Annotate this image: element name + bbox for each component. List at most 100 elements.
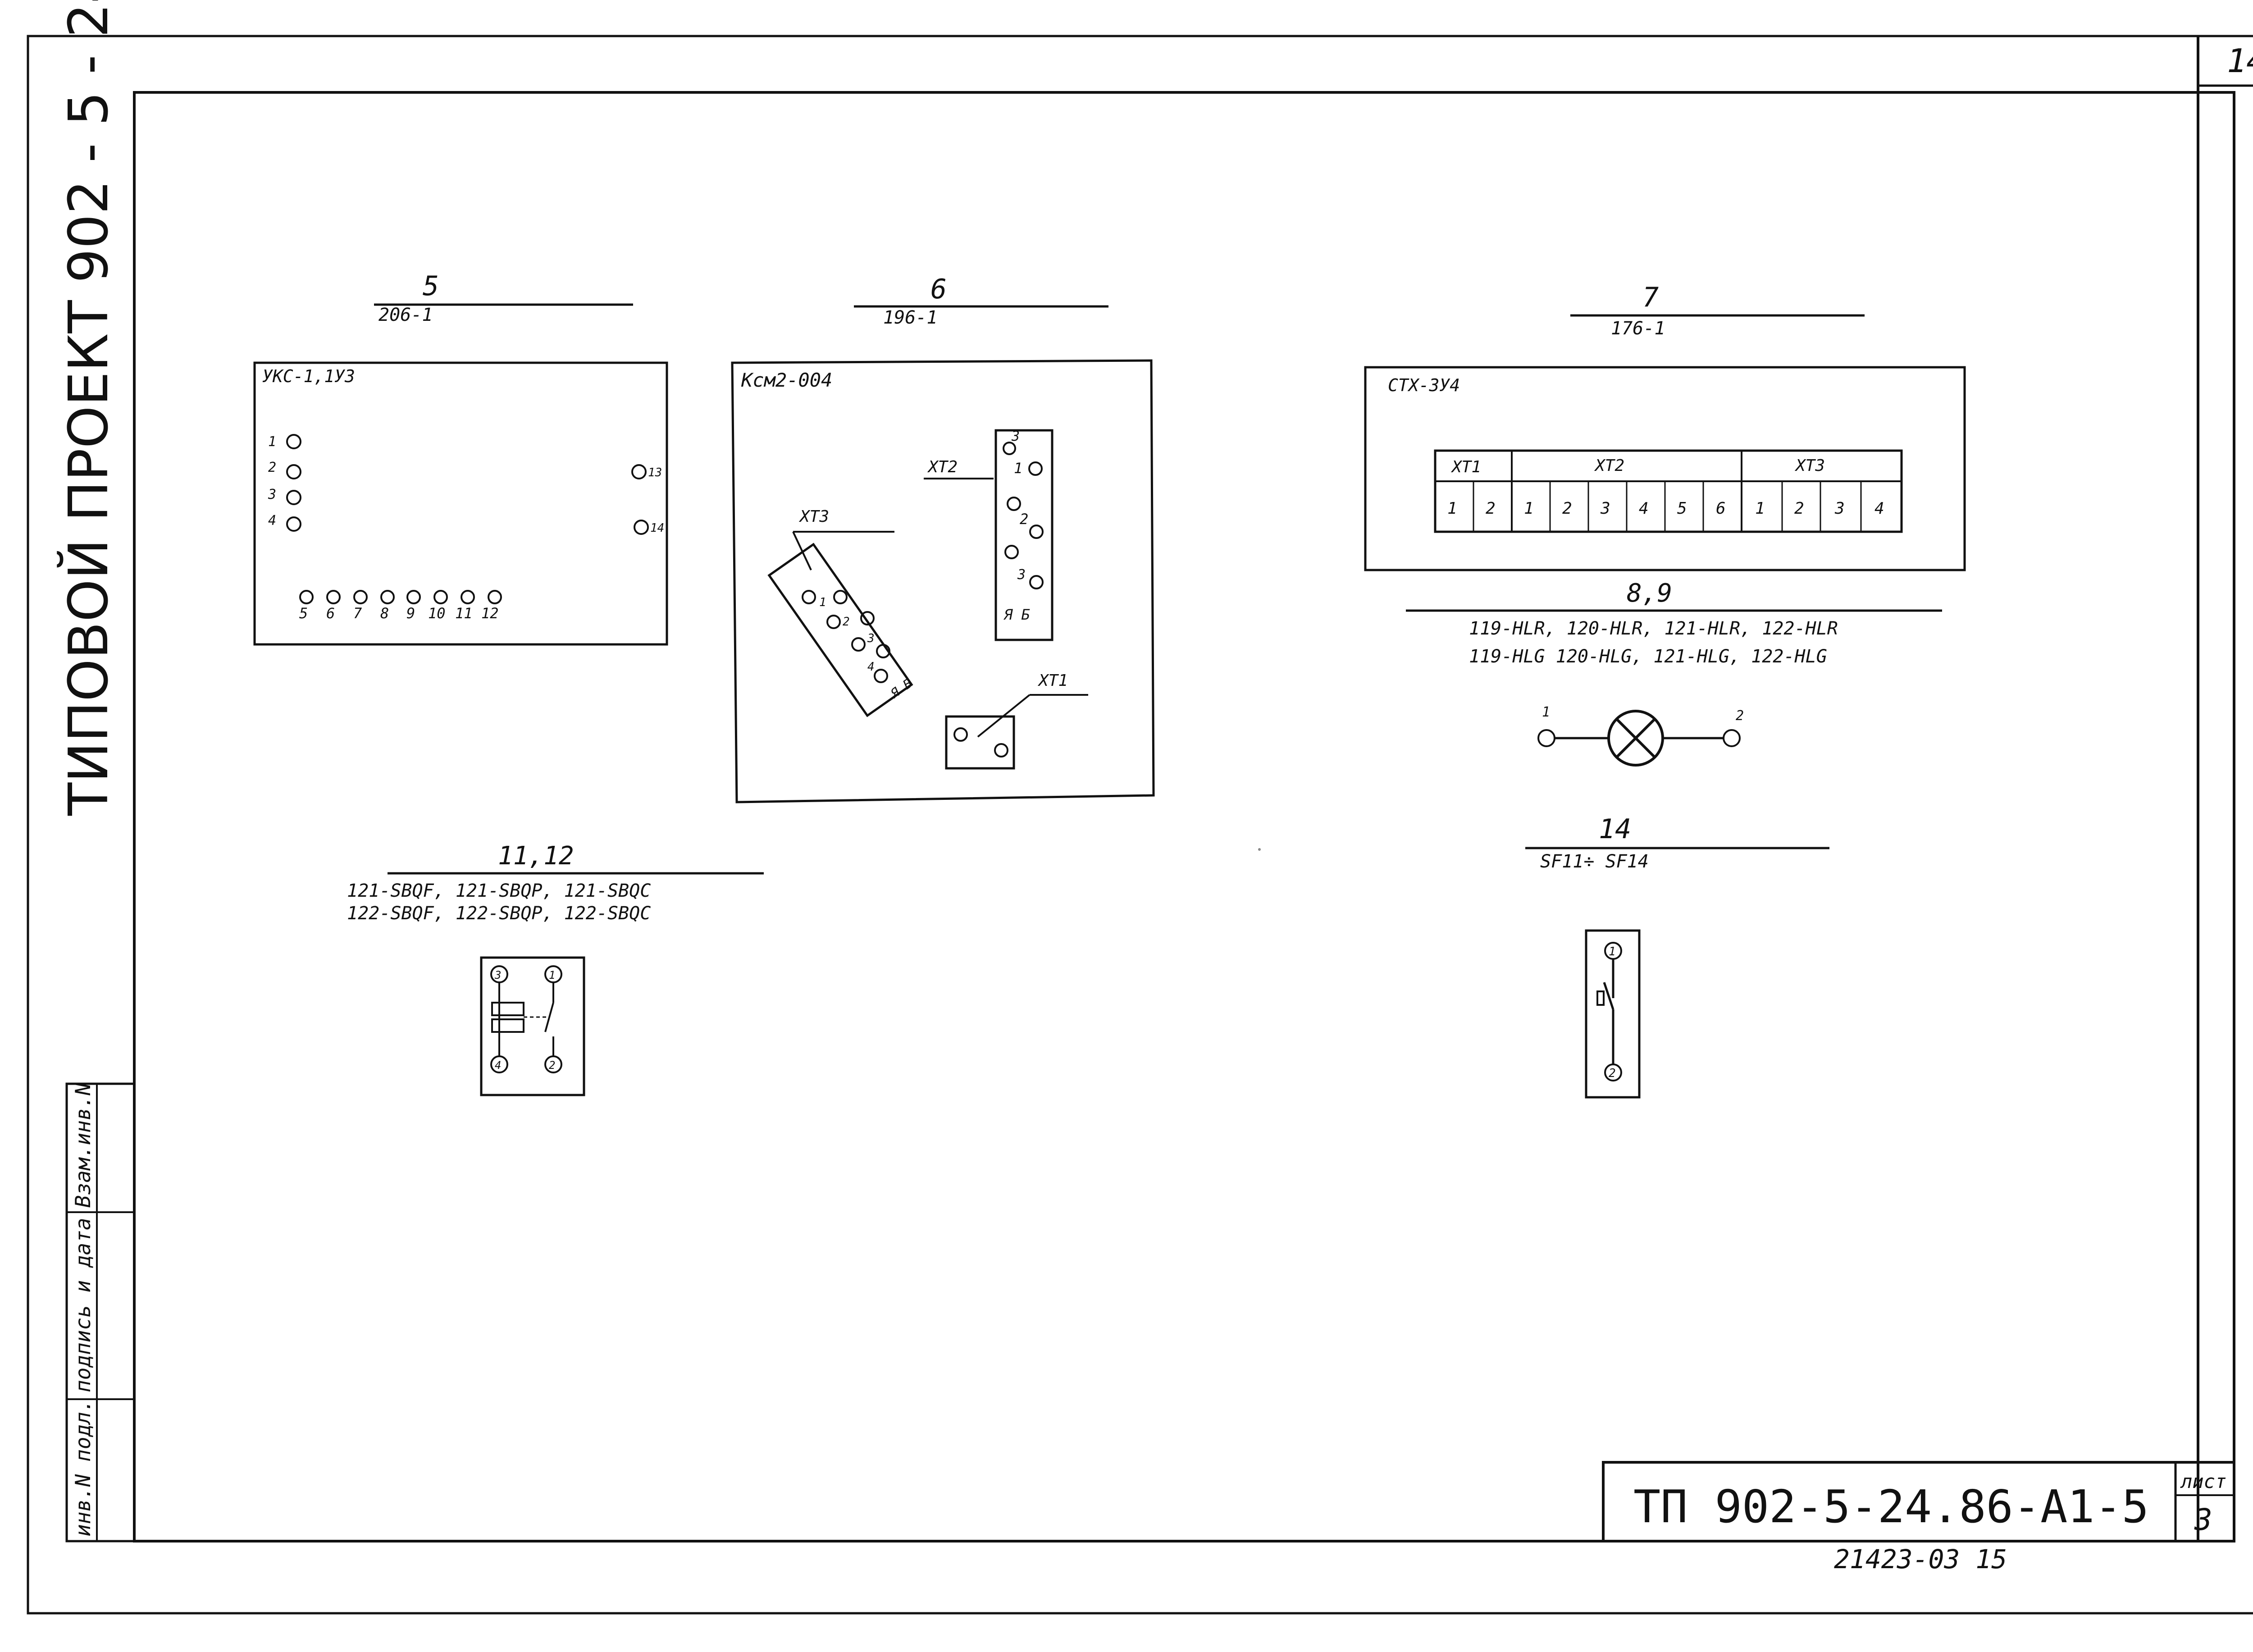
terminal-mark: 3 xyxy=(1017,567,1026,583)
xt3-strip: ХТ3 1 2 3 4 Я Б xyxy=(767,507,915,717)
outer-frame xyxy=(27,35,2253,1615)
side-stamp: Взам.инв.N подпись и дата инв.N подл. xyxy=(65,1082,136,1542)
table-cell: 4 xyxy=(1639,499,1649,518)
stamp-original-inv: инв.N подл. xyxy=(71,1399,95,1537)
xt3-label: ХТ3 xyxy=(798,507,829,526)
ukc-device-label: УКС-1,1УЗ xyxy=(262,366,355,386)
lamp-list-line-2: 119-HLG 120-HLG, 121-HLG, 122-HLG xyxy=(1469,646,1827,667)
xt2-strip: ХТ2 3 1 2 3 Я Б xyxy=(924,429,1054,641)
button-list-line-1: 121-SBQF, 121-SBQP, 121-SBQC xyxy=(347,881,651,901)
project-vertical-title: ТИПОВОЙ ПРОЕКТ 902 - 5 - 24.86 АЛЬБОМ Ⅲ xyxy=(57,0,120,816)
button-terminal-mark: 1 xyxy=(549,969,555,981)
group-label: ХТ2 xyxy=(1594,456,1624,475)
block-14: 14 SF11÷ SF14 1 2 xyxy=(1525,813,1829,1099)
ukc-bottom-terminals: 5 6 7 8 9 10 11 12 xyxy=(299,590,502,622)
table-cell: 4 xyxy=(1874,499,1884,518)
switch-terminal-2: 2 xyxy=(1609,1067,1616,1080)
ctx-device-label: СТХ-3У4 xyxy=(1388,375,1460,395)
terminal-mark: 2 xyxy=(843,615,850,629)
ctx-device-outline xyxy=(1364,366,1966,571)
block-14-ref: SF11÷ SF14 xyxy=(1540,851,1649,872)
lamp-terminal-2: 2 xyxy=(1736,708,1744,724)
xt2-bottom-marks: Я Б xyxy=(1003,606,1030,623)
ksm-device-label: Ксм2-004 xyxy=(741,369,832,391)
terminal-mark: 2 xyxy=(1020,511,1028,528)
terminal-label: 2 xyxy=(268,460,276,475)
block-5-ref: 206-1 xyxy=(379,305,433,325)
xt2-label: ХТ2 xyxy=(927,458,958,476)
ctx-terminal-table: ХТ1 ХТ2 ХТ3 1 2 1 2 3 4 5 6 1 2 3 4 xyxy=(1434,449,1903,533)
table-cell: 3 xyxy=(1600,499,1610,518)
terminal-label: 14 xyxy=(650,521,664,535)
terminal-mark: 1 xyxy=(819,596,826,609)
terminal-label: 12 xyxy=(481,605,499,622)
table-cell: 2 xyxy=(1562,499,1572,518)
button-list-line-2: 122-SBQF, 122-SBQP, 122-SBQC xyxy=(347,903,651,924)
block-7-position: 7 xyxy=(1642,282,1659,313)
terminal-label: 9 xyxy=(406,605,415,622)
block-5-position: 5 xyxy=(423,270,439,302)
drawing-frame xyxy=(133,91,2235,1542)
terminal-label: 4 xyxy=(268,513,276,529)
table-cell: 1 xyxy=(1524,499,1534,518)
block-5: 5 206-1 УКС-1,1УЗ 1 2 3 4 13 14 5 6 7 xyxy=(253,270,668,646)
block-6-ref: 196-1 xyxy=(883,307,937,328)
block-8-9-position: 8,9 xyxy=(1627,579,1672,608)
title-block: ТП 902-5-24.86-А1-5 лист 3 xyxy=(1602,1461,2234,1541)
lamp-terminal-1: 1 xyxy=(1542,704,1550,720)
ukc-device-outline xyxy=(253,361,668,646)
terminal-label: 10 xyxy=(428,605,446,622)
xt1-connector: ХТ1 xyxy=(945,671,1088,770)
drawing-designation: ТП 902-5-24.86-А1-5 xyxy=(1633,1480,2149,1533)
block-6-position: 6 xyxy=(930,274,947,305)
corner-sheet-number: 14 xyxy=(2227,42,2253,80)
table-cell: 3 xyxy=(1834,499,1845,518)
copy-number: 21423-03 15 xyxy=(1834,1544,2007,1574)
block-11-12: 11,12 121-SBQF, 121-SBQP, 121-SBQC 122-S… xyxy=(347,841,764,1096)
button-terminal-mark: 2 xyxy=(549,1059,555,1072)
terminal-mark: 4 xyxy=(867,660,875,674)
xt1-label: ХТ1 xyxy=(1037,671,1068,690)
block-14-position: 14 xyxy=(1599,813,1631,845)
terminal-mark: 3 xyxy=(1011,429,1020,444)
sheet-label: лист xyxy=(2180,1470,2226,1492)
terminal-label: 5 xyxy=(299,605,308,622)
sheet-number: 3 xyxy=(2194,1502,2212,1537)
button-terminal-mark: 4 xyxy=(495,1059,501,1072)
switch-symbol: 1 2 xyxy=(1585,929,1641,1099)
terminal-label: 13 xyxy=(648,466,662,479)
button-symbol: 3 1 4 2 xyxy=(480,956,585,1096)
group-label: ХТ1 xyxy=(1450,458,1481,476)
terminal-label: 7 xyxy=(353,605,362,622)
terminal-label: 3 xyxy=(268,487,276,502)
lamp-symbol: 1 2 xyxy=(1537,704,1744,767)
terminal-label: 1 xyxy=(268,434,276,450)
stamp-replacement-inv: Взам.инв.N xyxy=(71,1083,95,1208)
scan-speck xyxy=(1258,848,1261,851)
button-terminal-mark: 3 xyxy=(494,969,501,981)
lamp-list-line-1: 119-HLR, 120-HLR, 121-HLR, 122-HLR xyxy=(1469,618,1838,639)
terminal-label: 8 xyxy=(380,605,389,622)
block-6: 6 196-1 Ксм2-004 ХТ2 3 1 2 3 Я Б ХТ3 xyxy=(731,274,1155,803)
terminal-label: 6 xyxy=(326,605,335,622)
terminal-label: 11 xyxy=(455,605,473,622)
terminal-mark: 3 xyxy=(867,632,875,645)
table-cell: 2 xyxy=(1486,499,1496,518)
table-cell: 1 xyxy=(1755,499,1765,518)
table-cell: 1 xyxy=(1447,499,1457,518)
block-8-9: 8,9 119-HLR, 120-HLR, 121-HLR, 122-HLR 1… xyxy=(1406,579,1942,767)
block-7: 7 176-1 СТХ-3У4 ХТ1 ХТ2 ХТ3 1 2 1 2 3 xyxy=(1364,282,1966,571)
table-cell: 2 xyxy=(1794,499,1804,518)
group-label: ХТ3 xyxy=(1794,456,1825,475)
terminal-mark: 1 xyxy=(1014,460,1022,477)
ukc-left-terminals: 1 2 3 4 xyxy=(268,434,301,532)
ksm-device-outline xyxy=(731,359,1155,803)
ukc-right-terminals: 13 14 xyxy=(631,464,664,535)
table-cell: 6 xyxy=(1716,499,1726,518)
block-7-ref: 176-1 xyxy=(1611,318,1665,339)
block-11-12-position: 11,12 xyxy=(498,841,574,871)
table-cell: 5 xyxy=(1677,499,1687,518)
stamp-signature-date: подпись и дата xyxy=(71,1218,95,1392)
